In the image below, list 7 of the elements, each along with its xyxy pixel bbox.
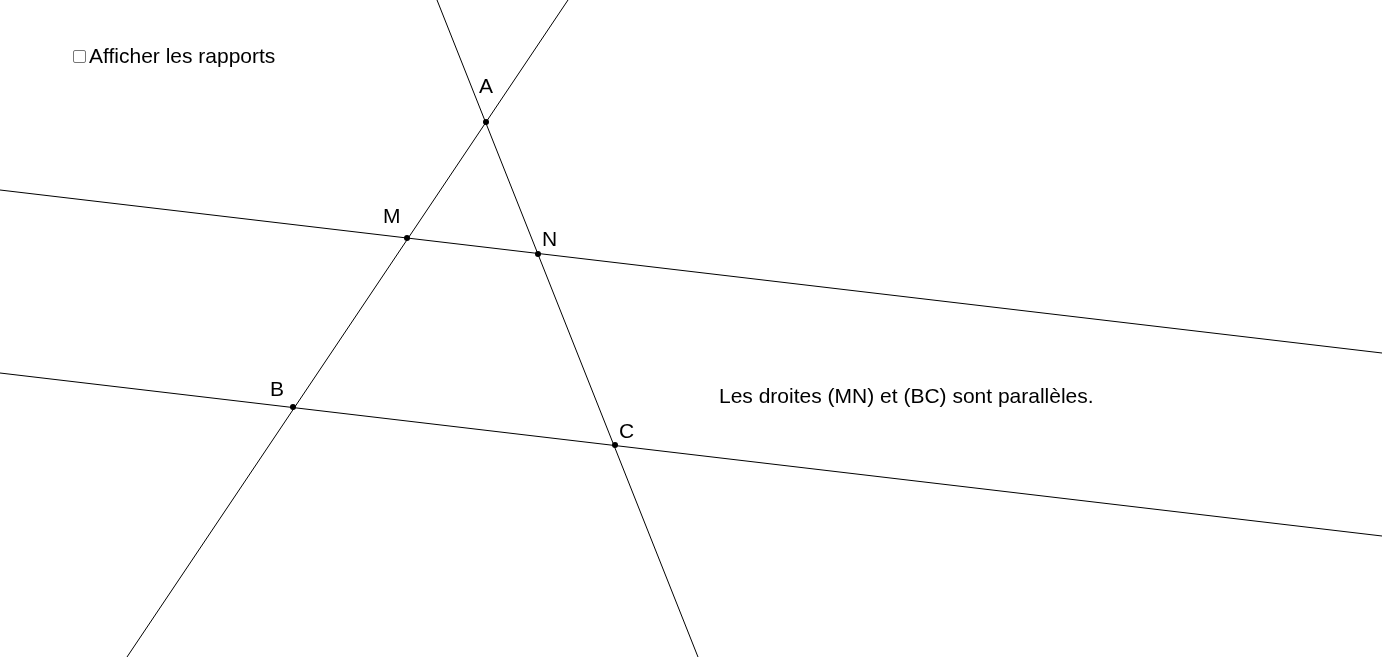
point-label: C (619, 418, 635, 444)
note-text: Les droites (MN) et (BC) sont parallèles. (719, 383, 1094, 409)
point-label: A (479, 73, 493, 99)
point-label: B (270, 376, 284, 402)
point-label: N (542, 226, 558, 252)
point-label: M (383, 203, 401, 229)
show-ratios-checkbox: Afficher les rapports (73, 43, 276, 69)
